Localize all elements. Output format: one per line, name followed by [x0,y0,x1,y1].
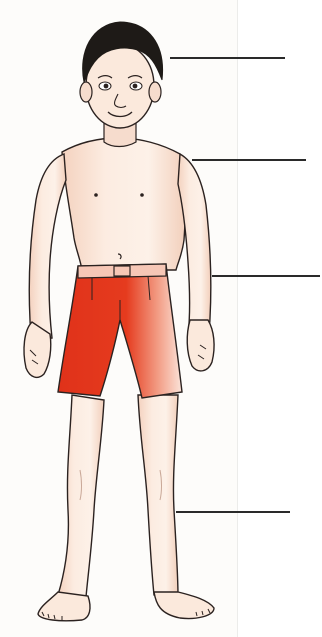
right-ear [149,82,161,102]
left-foot [38,592,90,621]
head [80,22,163,128]
torso [62,138,186,270]
shorts-body [58,264,182,398]
feet [38,592,214,621]
right-leg [138,395,178,596]
legs [58,395,178,597]
shorts [58,264,182,398]
right-foot [154,592,214,619]
left-ear [80,82,92,102]
right-nipple [140,193,144,197]
hands [24,320,214,377]
left-nipple [94,193,98,197]
left-arm [29,154,66,340]
